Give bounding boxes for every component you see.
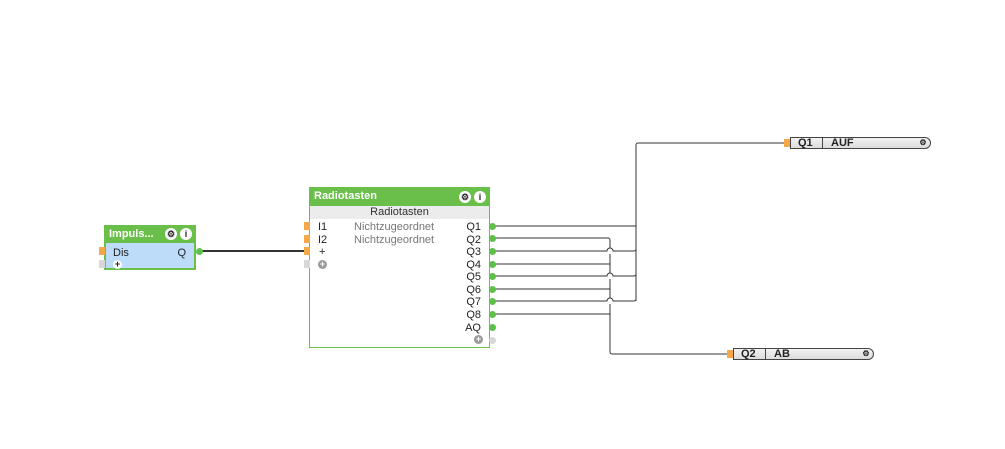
radiotasten-header[interactable]: Radiotasten ⚙ i bbox=[309, 187, 490, 206]
impuls-block[interactable]: Impuls... ⚙ i Dis Q + bbox=[104, 225, 196, 270]
radiotasten-pin-aq[interactable] bbox=[489, 324, 496, 331]
radiotasten-title: Radiotasten bbox=[314, 190, 377, 202]
wire-q7-to-auf[interactable] bbox=[495, 297, 637, 302]
output-q1-text: AUF bbox=[831, 137, 854, 149]
impuls-pin-q[interactable] bbox=[196, 248, 203, 255]
input-i1-label: I1 bbox=[318, 221, 328, 233]
radiotasten-subtitle: Radiotasten bbox=[310, 206, 489, 219]
output-q2-ab[interactable]: Q2 AB ⚙ bbox=[733, 348, 874, 360]
input-plus-label: + bbox=[319, 246, 326, 258]
output-q1-label: Q1 bbox=[466, 221, 481, 233]
output-q2-label: Q2 bbox=[466, 234, 481, 246]
radiotasten-pin-q6[interactable] bbox=[489, 286, 496, 293]
input-i1-value: Nichtzugeordnet bbox=[354, 221, 435, 233]
settings-icon[interactable]: ⚙ bbox=[862, 349, 870, 358]
wire-q2-to-ab[interactable] bbox=[495, 237, 611, 241]
add-input-icon[interactable]: + bbox=[318, 259, 327, 269]
wire-q5-to-auf[interactable] bbox=[495, 272, 637, 277]
output-q1-name: Q1 bbox=[791, 138, 823, 149]
output-q5-label: Q5 bbox=[466, 271, 481, 283]
radiotasten-block[interactable]: Radiotasten ⚙ i Radiotasten I1 Nichtzuge… bbox=[309, 187, 490, 348]
out-q1-pin[interactable] bbox=[784, 139, 790, 147]
add-input-icon[interactable]: + bbox=[113, 259, 122, 269]
radiotasten-pin-add[interactable] bbox=[304, 260, 310, 268]
settings-icon[interactable]: ⚙ bbox=[459, 191, 471, 203]
output-q1-auf[interactable]: Q1 AUF ⚙ bbox=[790, 137, 931, 149]
radiotasten-pin-add-output[interactable] bbox=[489, 337, 496, 344]
radiotasten-pin-q1[interactable] bbox=[489, 223, 496, 230]
impuls-output-q: Q bbox=[177, 247, 186, 259]
radiotasten-pin-q4[interactable] bbox=[489, 261, 496, 268]
impuls-pin-add[interactable] bbox=[99, 260, 105, 268]
input-i2-label: I2 bbox=[318, 234, 328, 246]
add-output-icon[interactable]: + bbox=[474, 334, 483, 344]
output-q8-label: Q8 bbox=[466, 309, 481, 321]
bus-ab[interactable] bbox=[609, 240, 728, 355]
info-icon[interactable]: i bbox=[180, 228, 192, 240]
settings-icon[interactable]: ⚙ bbox=[919, 138, 927, 147]
radiotasten-pin-q8[interactable] bbox=[489, 311, 496, 318]
radiotasten-pin-i1[interactable] bbox=[304, 222, 310, 230]
radiotasten-pin-i2[interactable] bbox=[304, 235, 310, 243]
output-q4-label: Q4 bbox=[466, 259, 481, 271]
output-q3-label: Q3 bbox=[466, 246, 481, 258]
input-i2-value: Nichtzugeordnet bbox=[354, 234, 435, 246]
bus-auf[interactable] bbox=[635, 142, 785, 301]
impuls-title: Impuls... bbox=[109, 228, 154, 240]
impuls-pin-dis[interactable] bbox=[99, 247, 105, 255]
radiotasten-pin-q2[interactable] bbox=[489, 235, 496, 242]
output-q2-name: Q2 bbox=[734, 349, 766, 360]
radiotasten-pin-q3[interactable] bbox=[489, 248, 496, 255]
out-q2-pin[interactable] bbox=[727, 350, 733, 358]
wire-q3-to-auf[interactable] bbox=[495, 247, 637, 252]
output-q7-label: Q7 bbox=[466, 296, 481, 308]
impuls-header[interactable]: Impuls... ⚙ i bbox=[104, 225, 196, 243]
info-icon[interactable]: i bbox=[474, 191, 486, 203]
radiotasten-pin-plus[interactable] bbox=[304, 247, 310, 255]
output-q6-label: Q6 bbox=[466, 284, 481, 296]
radiotasten-pin-q7[interactable] bbox=[489, 298, 496, 305]
output-q2-text: AB bbox=[774, 348, 790, 360]
radiotasten-pin-q5[interactable] bbox=[489, 273, 496, 280]
settings-icon[interactable]: ⚙ bbox=[165, 228, 177, 240]
output-aq-label: AQ bbox=[465, 322, 481, 334]
impuls-input-dis: Dis bbox=[113, 247, 129, 259]
